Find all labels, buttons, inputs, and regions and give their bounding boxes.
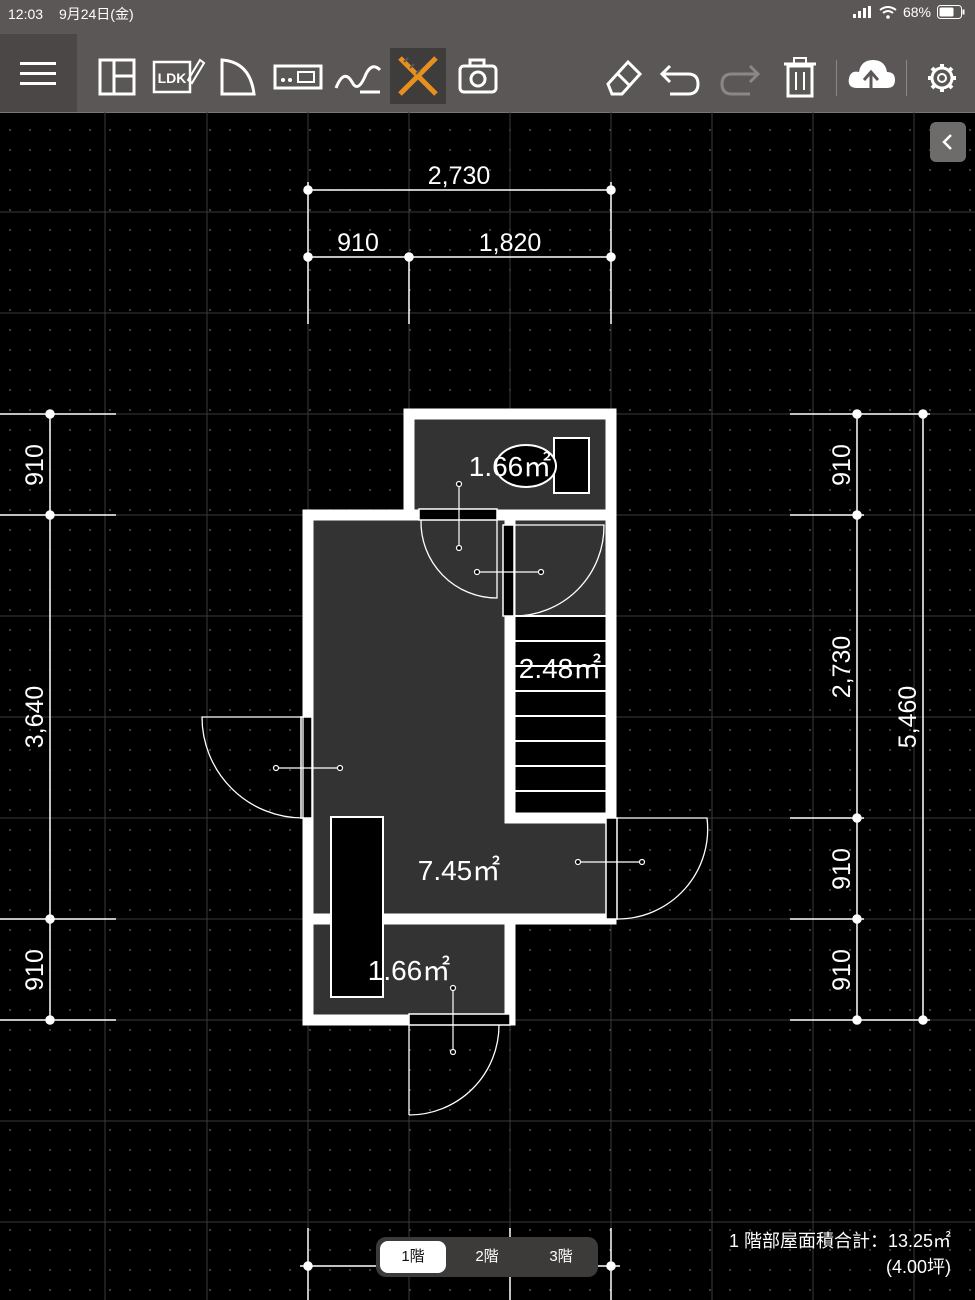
battery-icon (937, 5, 965, 19)
toilet (495, 437, 590, 494)
redo-button[interactable] (712, 48, 768, 104)
dim-top-total: 2,730 (428, 162, 491, 190)
cloud-upload-icon (848, 60, 895, 94)
room-area-main: 7.45㎡ (418, 855, 501, 886)
menu-button[interactable] (0, 34, 77, 112)
toolbar: LDK (0, 34, 975, 113)
floor-plan-canvas[interactable]: 2,730 910 1,820 910 3,640 910 910 2,730 … (0, 112, 975, 1300)
menu-icon (20, 62, 56, 85)
dim-right-1: 910 (828, 444, 856, 486)
settings-button[interactable] (914, 48, 970, 104)
settings-icon (928, 64, 956, 92)
cloud-upload-button[interactable] (843, 48, 899, 104)
tab-floor-1[interactable]: 1階 (380, 1241, 446, 1273)
tab-floor-3[interactable]: 3階 (549, 1248, 573, 1265)
dim-top-left: 910 (337, 229, 379, 257)
dim-top-right: 1,820 (479, 229, 542, 257)
dim-right-total: 5,460 (894, 686, 922, 749)
status-bar: 12:03 9月24日(金) 68% (0, 0, 975, 34)
ldk-button[interactable]: LDK (150, 48, 206, 104)
room-area-bottom: 1.66㎡ (368, 955, 451, 986)
toolbar-divider (836, 60, 837, 96)
fixtures-button[interactable] (270, 48, 326, 104)
cellular-signal-icon (852, 6, 871, 18)
undo-icon (659, 64, 700, 96)
freehand-button[interactable] (330, 48, 386, 104)
measure-icon (398, 56, 438, 96)
undo-button[interactable] (652, 48, 708, 104)
dim-left-top: 910 (21, 444, 49, 486)
dim-left-bottom: 910 (21, 949, 49, 991)
panel-collapse-button[interactable] (930, 122, 966, 162)
room-layout-icon (98, 58, 136, 96)
chevron-left-icon (942, 134, 952, 150)
dim-left-middle: 3,640 (21, 686, 49, 749)
trash-button[interactable] (772, 48, 828, 104)
floor-tabs: 1階 2階 3階 (376, 1237, 598, 1277)
freehand-icon (334, 65, 382, 94)
left-dimension-lines (0, 409, 116, 1025)
tab-floor-2[interactable]: 2階 (475, 1248, 499, 1265)
dim-right-3: 910 (828, 848, 856, 890)
dim-right-2: 2,730 (828, 636, 856, 699)
eraser-button[interactable] (594, 48, 650, 104)
fixtures-icon (273, 64, 323, 90)
counter-fixture (330, 816, 384, 998)
wifi-icon (879, 5, 897, 19)
room-area-toilet: 1.66㎡ (469, 451, 552, 482)
right-dimension-lines (790, 409, 930, 1025)
camera-icon (458, 58, 498, 94)
door-handles (272, 480, 646, 1056)
measure-button[interactable] (390, 48, 446, 104)
room-area-stairs: 2.48㎡ (519, 653, 602, 684)
area-summary-total: 1 階部屋面積合計：13.25㎡ (728, 1231, 951, 1251)
area-summary-tsubo: (4.00坪) (885, 1257, 951, 1277)
redo-icon (720, 64, 761, 96)
wall-shape-icon (220, 58, 256, 96)
wall-shape-button[interactable] (210, 48, 266, 104)
stairs (510, 615, 611, 818)
dim-right-4: 910 (828, 949, 856, 991)
top-dimension-lines (303, 182, 616, 324)
ldk-icon: LDK (152, 58, 206, 94)
status-date: 9月24日(金) (58, 6, 134, 22)
room-layout-button[interactable] (90, 48, 146, 104)
camera-button[interactable] (450, 48, 506, 104)
trash-icon (784, 57, 816, 98)
area-summary: 1 階部屋面積合計：13.25㎡ (4.00坪) (729, 1228, 951, 1280)
battery-percent: 68% (902, 4, 931, 20)
ldk-label: LDK (158, 70, 187, 86)
eraser-icon (606, 59, 643, 96)
toolbar-divider (906, 60, 907, 96)
status-time: 12:03 (8, 6, 44, 22)
